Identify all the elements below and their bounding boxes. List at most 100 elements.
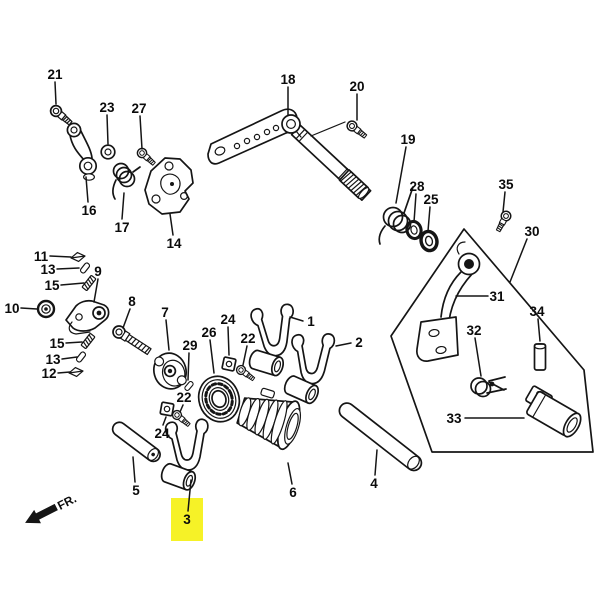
part-label-14[interactable]: 14 <box>166 236 182 251</box>
part-label-4[interactable]: 4 <box>370 476 378 491</box>
leader-line-14 <box>169 213 174 236</box>
part-label-10[interactable]: 10 <box>4 301 19 316</box>
part-25-washer-drawing <box>417 228 441 254</box>
leader-line-27 <box>139 115 143 150</box>
part-26-ball-bearing-drawing <box>197 375 241 423</box>
part-label-33[interactable]: 33 <box>446 411 462 426</box>
part-2-shift-fork-drawing <box>280 330 336 408</box>
part-label-13-b[interactable]: 13 <box>45 352 61 367</box>
part-label-26[interactable]: 26 <box>201 325 217 340</box>
part-15-spring-drawing-b <box>80 332 96 350</box>
leader-line-5 <box>132 456 136 483</box>
part-label-11[interactable]: 11 <box>34 249 49 264</box>
part-5-fork-shaft-drawing <box>111 421 161 463</box>
leader-line-23 <box>106 114 109 145</box>
fr-label: FR. <box>55 491 79 512</box>
part-34-pin-drawing <box>533 343 547 371</box>
part-label-19[interactable]: 19 <box>400 132 415 147</box>
part-label-12[interactable]: 12 <box>41 366 56 381</box>
part-18-gearshift-spindle-drawing <box>207 108 372 202</box>
part-label-31[interactable]: 31 <box>489 289 505 304</box>
part-label-34[interactable]: 34 <box>529 304 545 319</box>
part-17-spring-drawing <box>112 162 141 200</box>
part-label-24-b[interactable]: 24 <box>154 426 170 441</box>
part-label-15[interactable]: 15 <box>44 278 60 293</box>
part-label-28[interactable]: 28 <box>409 179 425 194</box>
leader-line-30 <box>509 238 528 283</box>
leader-line-25 <box>427 206 431 232</box>
part-label-20[interactable]: 20 <box>349 79 364 94</box>
leader-line-1 <box>289 316 304 322</box>
part-9-stopper-arm-drawing <box>65 299 110 335</box>
part-13-roller-drawing <box>78 261 92 275</box>
part-label-32[interactable]: 32 <box>466 323 481 338</box>
part-label-16[interactable]: 16 <box>81 203 97 218</box>
leader-line-17 <box>121 192 125 220</box>
part-label-9[interactable]: 9 <box>94 264 102 279</box>
part-label-6[interactable]: 6 <box>289 485 297 500</box>
leader-line-21 <box>54 81 57 105</box>
leader-line-24 <box>227 326 230 356</box>
part-label-21[interactable]: 21 <box>47 67 63 82</box>
part-14-guide-plate-drawing <box>144 157 194 215</box>
leader-line-16 <box>85 176 89 203</box>
part-label-22-b[interactable]: 22 <box>176 390 191 405</box>
part-8-bolt-drawing <box>112 325 152 356</box>
part-32-spring-drawing <box>470 376 507 398</box>
leader-line-22 <box>242 345 248 366</box>
part-label-30[interactable]: 30 <box>524 224 539 239</box>
fr-direction-indicator: FR. <box>25 491 79 524</box>
fr-arrow-icon <box>25 503 58 524</box>
part-label-3[interactable]: 3 <box>183 512 191 527</box>
leader-line-34 <box>537 318 541 342</box>
leader-line-32 <box>474 337 482 377</box>
part-label-22[interactable]: 22 <box>240 331 255 346</box>
part-33-cylinder-drawing <box>525 385 582 438</box>
part-label-23[interactable]: 23 <box>99 100 115 115</box>
leader-line-6 <box>287 462 293 485</box>
leader-line-28 <box>413 193 417 223</box>
leader-line-9 <box>93 278 99 303</box>
part-6-gearshift-drum-drawing <box>236 387 302 451</box>
part-7-drum-center-drawing <box>153 352 187 390</box>
part-label-15-b[interactable]: 15 <box>49 336 65 351</box>
part-4-fork-shaft-drawing <box>338 402 423 472</box>
part-label-8[interactable]: 8 <box>128 294 136 309</box>
leader-line-19 <box>395 146 407 204</box>
leader-line-15 <box>60 282 85 286</box>
part-label-27[interactable]: 27 <box>131 101 146 116</box>
part-label-18[interactable]: 18 <box>280 72 296 87</box>
leader-line-15-b <box>65 341 83 344</box>
leader-line-7 <box>165 319 170 351</box>
leader-line-22-b <box>179 404 184 413</box>
part-24-nut-drawing-b <box>159 401 175 417</box>
part-27-bolt-drawing <box>134 145 158 168</box>
leader-line-4 <box>374 449 378 476</box>
leader-line-29 <box>187 352 190 381</box>
part-label-1[interactable]: 1 <box>307 314 315 329</box>
part-23-washer-drawing <box>100 144 116 160</box>
part-label-2[interactable]: 2 <box>355 335 363 350</box>
part-label-29[interactable]: 29 <box>182 338 197 353</box>
part-label-35[interactable]: 35 <box>498 177 514 192</box>
part-label-25[interactable]: 25 <box>423 192 439 207</box>
leader-line-3 <box>187 479 192 512</box>
leader-line-13-b <box>61 356 78 360</box>
part-35-screw-drawing <box>493 208 514 234</box>
leader-line-24-b <box>162 416 167 426</box>
part-label-5[interactable]: 5 <box>132 483 140 498</box>
leader-line-10 <box>20 307 38 310</box>
part-20-bolt-drawing <box>310 118 370 142</box>
part-24-nut-drawing <box>221 356 237 372</box>
leader-line-13 <box>56 267 80 270</box>
part-16-gearshift-arm-drawing <box>66 122 98 181</box>
part-label-7[interactable]: 7 <box>161 305 169 320</box>
leader-line-11 <box>49 255 72 258</box>
part-label-24[interactable]: 24 <box>220 312 236 327</box>
part-label-17[interactable]: 17 <box>114 220 129 235</box>
leader-line-8 <box>122 308 131 329</box>
part-label-13[interactable]: 13 <box>40 262 56 277</box>
